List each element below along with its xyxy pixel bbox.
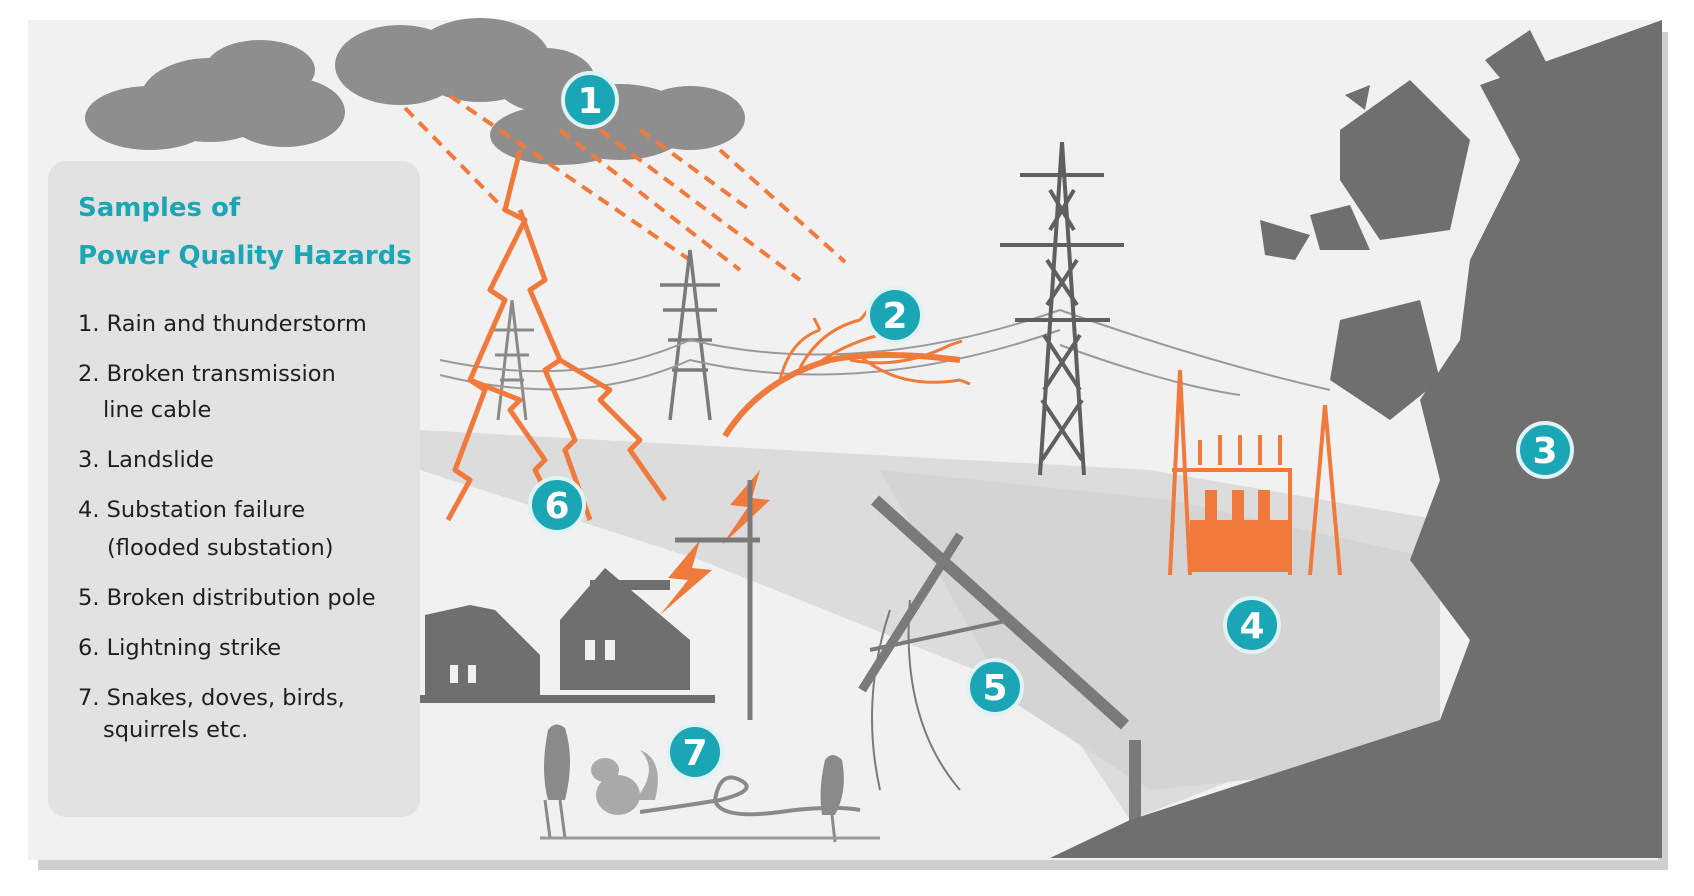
hazard-badge-5: 5 — [966, 658, 1024, 716]
legend-panel — [48, 161, 420, 817]
hazard-item-2-cont: line cable — [103, 397, 212, 423]
substation-icon — [1168, 369, 1342, 576]
svg-text:5: 5 — [982, 668, 1007, 709]
hazard-badge-6: 6 — [528, 476, 586, 534]
transmission-tower-icon — [1000, 141, 1124, 476]
hazard-badge-2: 2 — [866, 286, 924, 344]
svg-text:3: 3 — [1532, 431, 1557, 472]
hazard-badge-4: 4 — [1223, 596, 1281, 654]
utility-pole-icon — [675, 480, 760, 720]
svg-text:6: 6 — [544, 486, 569, 527]
svg-text:1: 1 — [577, 81, 602, 122]
house-windows — [450, 640, 615, 683]
hazard-badge-3: 3 — [1516, 421, 1574, 479]
hazard-item-2: 2. Broken transmission — [78, 361, 336, 387]
svg-text:7: 7 — [682, 733, 707, 774]
bird-icon — [543, 724, 570, 839]
transmission-tower-icon — [660, 249, 720, 421]
squirrel-icon — [591, 750, 658, 815]
flood-area — [880, 470, 1440, 790]
hazard-item-7-cont: squirrels etc. — [103, 717, 249, 743]
rain-icon — [403, 94, 847, 282]
rock-cliff-icon — [1050, 20, 1662, 858]
hazard-item-4-cont: (flooded substation) — [107, 535, 334, 561]
hazard-item-3: 3. Landslide — [78, 447, 214, 473]
svg-text:4: 4 — [1239, 606, 1264, 647]
panel-title-line2: Power Quality Hazards — [78, 241, 412, 271]
panel-title-line1: Samples of — [78, 193, 241, 223]
svg-text:2: 2 — [882, 296, 907, 337]
hazard-badge-1: 1 — [561, 71, 619, 129]
hazard-item-1: 1. Rain and thunderstorm — [78, 311, 367, 337]
hazard-item-7: 7. Snakes, doves, birds, — [78, 685, 345, 711]
lightning-icon — [660, 470, 770, 615]
hazard-badge-7: 7 — [666, 723, 724, 781]
snake-icon — [639, 775, 861, 817]
lightning-icon — [445, 149, 668, 522]
hazard-item-5: 5. Broken distribution pole — [78, 585, 376, 611]
hazard-item-4: 4. Substation failure — [78, 497, 306, 523]
hazard-item-6: 6. Lightning strike — [78, 635, 282, 661]
transmission-tower-icon — [490, 299, 534, 421]
